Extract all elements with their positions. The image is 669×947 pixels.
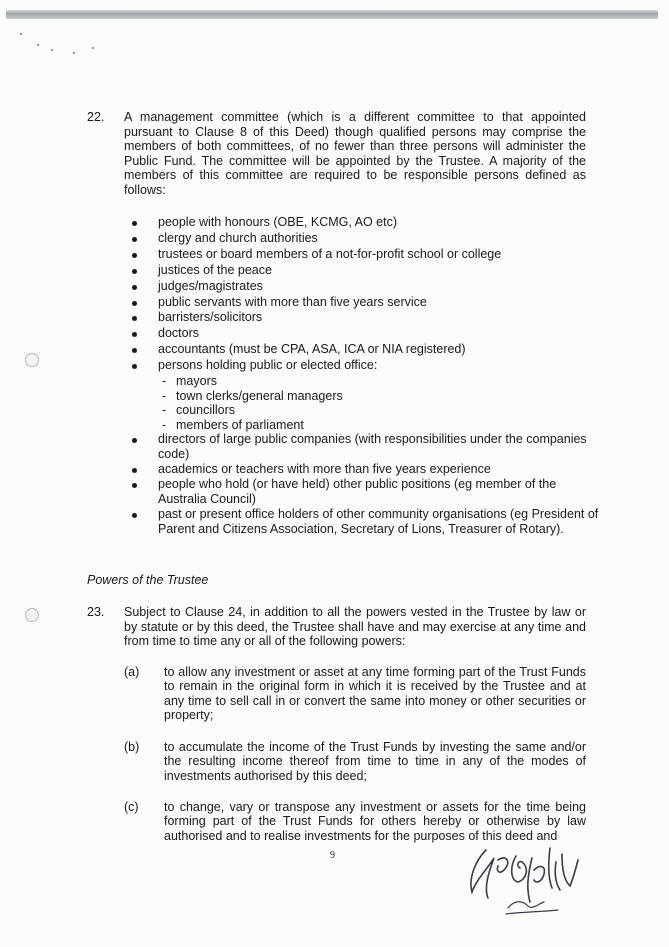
scan-speck [37,44,39,46]
list-item: public servants with more than five year… [132,295,602,311]
list-item: justices of the peace [132,263,602,279]
scan-speck [92,47,94,49]
list-item: persons holding public or elected office… [132,358,602,432]
list-item: trustees or board members of a not-for-p… [132,247,602,263]
list-item: academics or teachers with more than fiv… [132,462,602,477]
punch-hole-bottom [25,608,39,622]
clause-23-number: 23. [87,605,105,619]
item-text: to allow any investment or asset at any … [164,665,586,723]
page-number: 9 [330,850,335,861]
list-item: past or present office holders of other … [132,507,602,537]
list-item: people with honours (OBE, KCMG, AO etc) [132,215,602,231]
scan-edge-bar [6,10,658,19]
clause-22-text: A management committee (which is a diffe… [124,110,586,197]
sub-list-item: -members of parliament [162,417,304,432]
item-label: (c) [124,800,139,814]
list-item: people who hold (or have held) other pub… [132,477,602,507]
sub-list-item: -town clerks/general managers [162,388,343,403]
list-item: doctors [132,326,602,342]
public-office-sublist: -mayors -town clerks/general managers -c… [158,374,602,432]
list-item: directors of large public companies (wit… [132,432,602,462]
item-text: to accumulate the income of the Trust Fu… [164,740,586,783]
list-item: accountants (must be CPA, ASA, ICA or NI… [132,342,602,358]
scan-speck [20,33,22,35]
handwritten-signature [470,847,579,915]
sub-list-item: -mayors [162,374,217,389]
scan-speck [51,49,53,51]
item-text: to change, vary or transpose any investm… [164,800,586,843]
item-label: (b) [124,740,140,754]
item-label: (a) [124,665,140,679]
responsible-persons-list: people with honours (OBE, KCMG, AO etc) … [132,215,602,537]
list-item: clergy and church authorities [132,231,602,247]
list-item: judges/magistrates [132,279,602,295]
list-item: barristers/solicitors [132,310,602,326]
clause-23-text: Subject to Clause 24, in addition to all… [124,605,586,649]
punch-hole-top [25,353,39,367]
clause-22-number: 22. [87,110,105,124]
sub-list-item: -councillors [162,403,236,418]
scan-speck [73,52,75,54]
section-heading: Powers of the Trustee [87,573,209,587]
